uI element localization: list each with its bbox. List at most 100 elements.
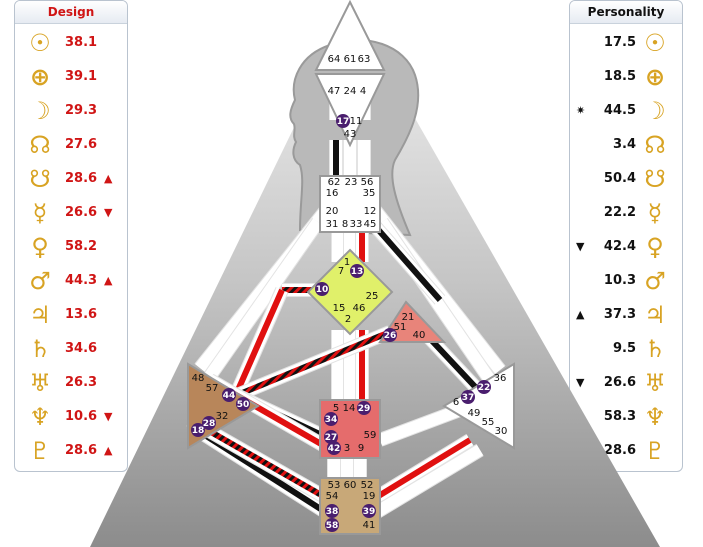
gate-label: 55: [482, 417, 495, 428]
channel-fill: [370, 206, 505, 374]
uranus-icon: ♅: [29, 369, 51, 397]
channel-bg: [376, 218, 496, 384]
gate-label: 10: [316, 285, 329, 295]
neptune-icon: ♆: [29, 403, 51, 431]
moon-icon: ☽: [29, 97, 51, 125]
gate-value: 27.6: [65, 137, 98, 152]
gate-value: 58.2: [65, 239, 98, 254]
gate-label: 40: [413, 330, 426, 341]
earth-icon: ⊕: [644, 63, 666, 91]
channel-fill: [227, 326, 393, 404]
channel-fill: [195, 206, 331, 372]
channel-activation: [208, 377, 330, 451]
gate-label: 58: [326, 521, 339, 531]
marker-icon: ▼: [104, 206, 113, 219]
active-gate-badge: [383, 328, 397, 342]
gate-label: 16: [326, 188, 339, 199]
venus-icon: ♀: [646, 233, 664, 261]
gate-label: 26: [384, 331, 397, 341]
gate-label: 51: [394, 322, 407, 333]
planet-row: ♅26.6▼: [570, 368, 682, 402]
channel-bg: [369, 221, 446, 305]
channel-edge: [204, 217, 324, 381]
root-center: [319, 477, 381, 535]
gate-label: 63: [358, 54, 371, 65]
channel-edge: [376, 218, 496, 384]
gate-label: 23: [345, 177, 358, 188]
gate-value: 34.6: [65, 341, 98, 356]
active-gate-badge: [327, 441, 341, 455]
jupiter-icon: ♃: [644, 301, 666, 329]
gate-value: 38.1: [65, 35, 98, 50]
planet-row: ☊3.4: [570, 130, 682, 164]
planet-row: ♂10.3: [570, 266, 682, 300]
south-node-icon: ☋: [29, 165, 51, 193]
planet-row: ♇28.6▲: [570, 436, 682, 470]
gate-label: 61: [344, 54, 357, 65]
pluto-icon: ♇: [644, 437, 666, 465]
gate-value: 28.6: [603, 443, 636, 458]
planet-row: ♆10.6▼: [15, 402, 127, 436]
gate-label: 33: [350, 219, 363, 230]
active-gate-badge: [236, 397, 250, 411]
channel-edge: [368, 434, 474, 506]
channel-activation: [235, 288, 285, 392]
gate-label: 19: [363, 491, 376, 502]
active-gate-badge: [336, 114, 350, 128]
channel-edge: [186, 413, 334, 507]
gate-value: 18.5: [603, 69, 636, 84]
planet-row: ♄9.5: [570, 334, 682, 368]
gate-label: 25: [366, 291, 379, 302]
planet-row: ♄34.6: [15, 334, 127, 368]
channel-edge: [377, 403, 463, 447]
channel-activation: [198, 429, 332, 518]
active-gate-badge: [222, 388, 236, 402]
channel-fill: [370, 222, 445, 304]
gate-value: 28.6: [65, 443, 98, 458]
design-panel: Design ☉38.1⊕39.1☽29.3☊27.6☋28.6▲☿26.6▼♀…: [14, 0, 128, 472]
gate-value: 39.1: [65, 69, 98, 84]
gate-label: 8: [342, 219, 348, 230]
channel-fill: [205, 218, 323, 380]
gate-label: 62: [328, 177, 341, 188]
channel-bg: [206, 373, 332, 455]
planet-row: ♀58.2: [15, 232, 127, 266]
gate-value: 22.2: [603, 205, 636, 220]
channel-bg: [377, 403, 463, 447]
channel-fill: [187, 414, 333, 506]
planet-row: ♃13.6: [15, 300, 127, 334]
gate-label: 14: [343, 403, 356, 414]
sun-icon: ☉: [29, 29, 51, 57]
active-gate-badge: [191, 423, 205, 437]
planet-row: ♃37.3▲: [570, 300, 682, 334]
channel-bg: [368, 434, 474, 506]
gate-label: 47: [328, 86, 341, 97]
channel-edge: [368, 444, 484, 521]
active-gate-badge: [315, 282, 329, 296]
channel-bg: [368, 444, 484, 521]
gate-label: 31: [326, 219, 339, 230]
planet-row: ♆58.3: [570, 402, 682, 436]
planet-row: ♇28.6▲: [15, 436, 127, 470]
gate-value: 44.3: [65, 273, 98, 288]
gate-label: 41: [363, 520, 376, 531]
design-title: Design: [15, 1, 127, 24]
marker-icon: ▼: [576, 376, 585, 389]
gate-value: 13.6: [65, 307, 98, 322]
gate-label: 56: [361, 177, 374, 188]
gate-label: 20: [326, 206, 339, 217]
gate-label: 42: [328, 444, 341, 454]
gate-label: 17: [337, 117, 350, 127]
channel-activation: [188, 417, 332, 503]
marker-icon: ▲: [104, 444, 113, 457]
planet-row: ☋28.6▲: [15, 164, 127, 198]
channel-fill: [232, 287, 288, 393]
channel-edge: [206, 373, 332, 455]
active-gate-badge: [461, 390, 475, 404]
gate-label: 15: [333, 303, 346, 314]
marker-icon: ▼: [104, 410, 113, 423]
gate-label: 64: [328, 54, 341, 65]
channel-activation: [228, 329, 392, 401]
gate-label: 5: [333, 403, 339, 414]
gate-label: 37: [462, 393, 475, 403]
